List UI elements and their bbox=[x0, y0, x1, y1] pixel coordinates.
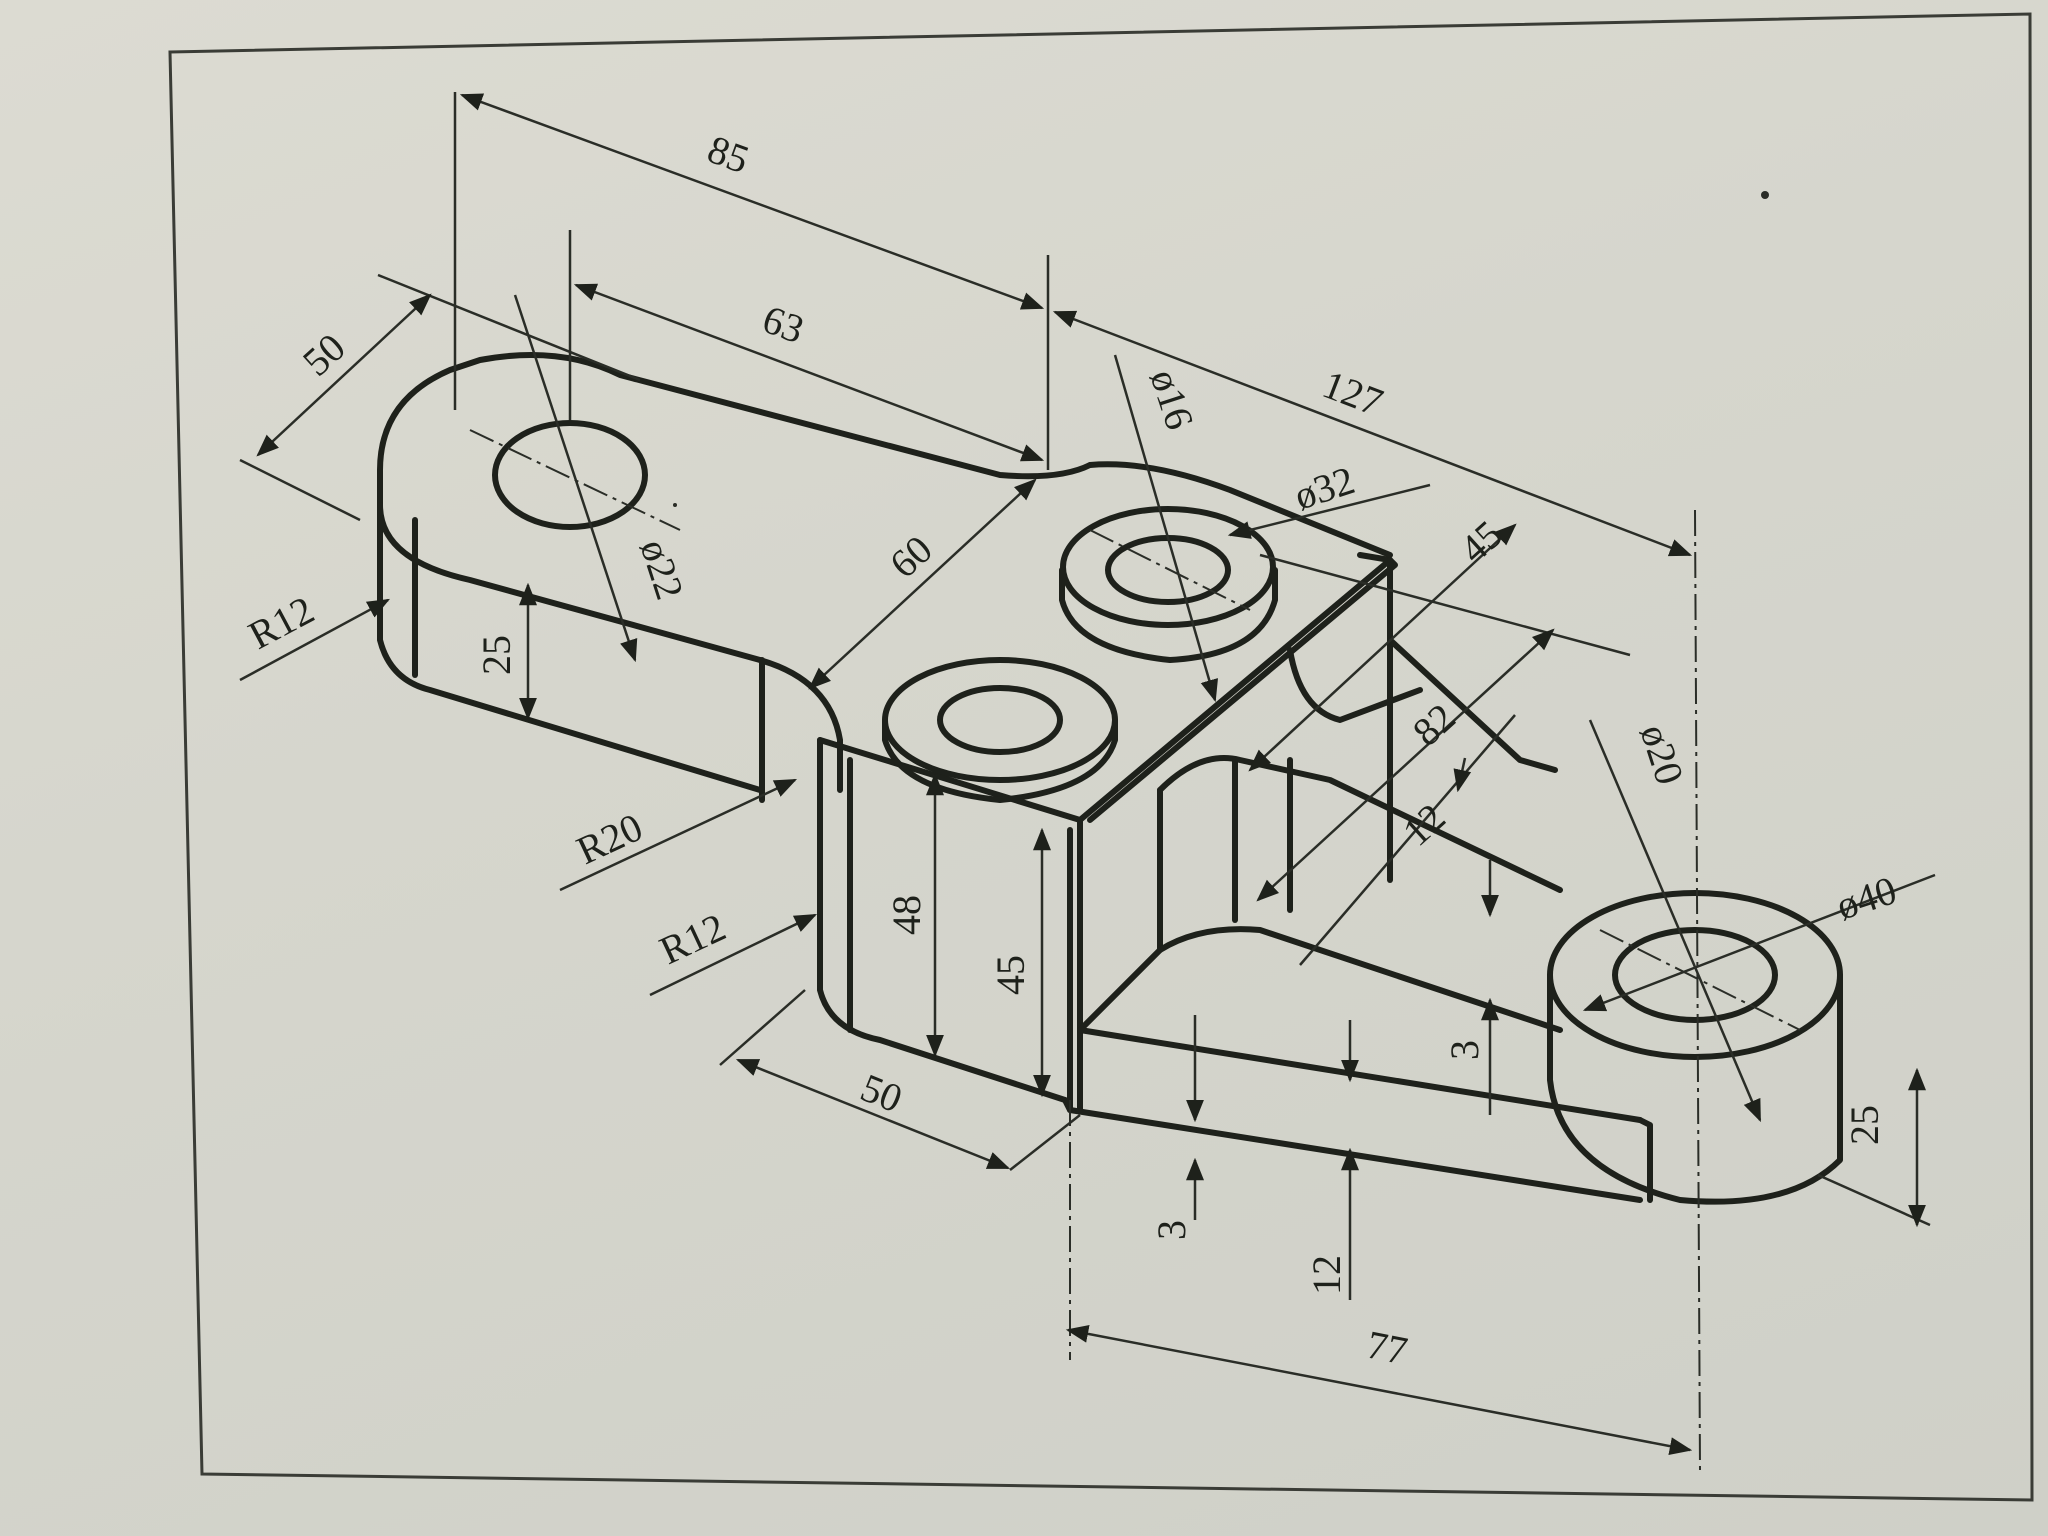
dim-dia22: ø22 bbox=[631, 534, 692, 605]
dim-3-bottom: 3 bbox=[1149, 1220, 1194, 1240]
dim-r12-top: R12 bbox=[241, 587, 321, 658]
dim-dia32: ø32 bbox=[1289, 457, 1360, 518]
dim-25-right: 25 bbox=[1842, 1105, 1887, 1145]
dim-85: 85 bbox=[702, 126, 755, 182]
dim-48: 48 bbox=[884, 895, 929, 935]
dim-60: 60 bbox=[881, 526, 941, 586]
dim-3-right: 3 bbox=[1442, 1040, 1487, 1060]
part-outline bbox=[377, 352, 1843, 1205]
dim-dia20: ø20 bbox=[1631, 719, 1692, 790]
dim-63: 63 bbox=[757, 296, 810, 352]
dim-r20: R20 bbox=[570, 804, 649, 873]
dim-12-bottom: 12 bbox=[1304, 1255, 1349, 1295]
dim-r12-lower: R12 bbox=[653, 904, 732, 973]
dim-77: 77 bbox=[1363, 1322, 1411, 1374]
sheet-border bbox=[168, 12, 2034, 1502]
dim-dia40: ø40 bbox=[1831, 867, 1902, 928]
dim-45-front: 45 bbox=[988, 955, 1033, 995]
speck bbox=[673, 503, 677, 507]
dim-45-top: 45 bbox=[1451, 511, 1511, 571]
dim-dia16: ø16 bbox=[1141, 364, 1202, 435]
dim-50-bottom: 50 bbox=[855, 1065, 909, 1122]
dimension-lines bbox=[239, 92, 1936, 1456]
speck bbox=[1761, 191, 1769, 199]
dim-25-left: 25 bbox=[474, 635, 519, 675]
